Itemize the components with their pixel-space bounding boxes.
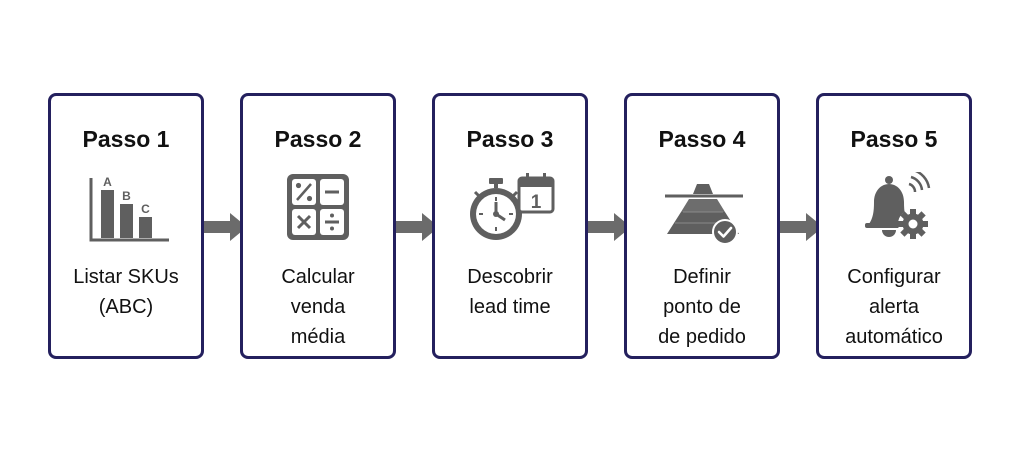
step-label: Descobrir lead time (467, 266, 553, 318)
stock-level-check-icon (655, 172, 751, 246)
step-card-5: Passo 5 (816, 93, 972, 359)
arrow-right-icon (396, 212, 440, 242)
step-label: Configurar alerta automático (845, 266, 943, 348)
step-card-1: Passo 1 A B C Listar SKUs (ABC) (48, 93, 204, 359)
step-title: Passo 2 (274, 126, 362, 152)
step-title: Passo 4 (658, 126, 746, 152)
step-card-4: Passo 4 Definir ponto de de pedido (624, 93, 780, 359)
step-card-2: Passo 2 Calcular venda média (240, 93, 396, 359)
step-label: Listar SKUs (ABC) (73, 266, 179, 318)
step-label: Definir ponto de de pedido (658, 266, 746, 348)
step-title: Passo 5 (850, 126, 938, 152)
bar-chart-abc-icon: A B C (79, 172, 175, 246)
arrow-right-icon (204, 212, 248, 242)
arrow-right-icon (780, 212, 824, 242)
step-title: Passo 3 (466, 126, 554, 152)
bar-letter-b: B (122, 189, 131, 203)
bar-letter-c: C (141, 202, 150, 216)
calendar-day: 1 (531, 192, 542, 213)
step-title: Passo 1 (82, 126, 170, 152)
stopwatch-calendar-icon: 1 (463, 172, 559, 246)
alarm-bell-gear-icon (847, 172, 943, 246)
arrow-right-icon (588, 212, 632, 242)
calculator-icon (271, 172, 367, 246)
bar-letter-a: A (103, 175, 112, 189)
step-card-3: Passo 3 1 Descobrir lead time (432, 93, 588, 359)
step-label: Calcular venda média (281, 266, 355, 348)
